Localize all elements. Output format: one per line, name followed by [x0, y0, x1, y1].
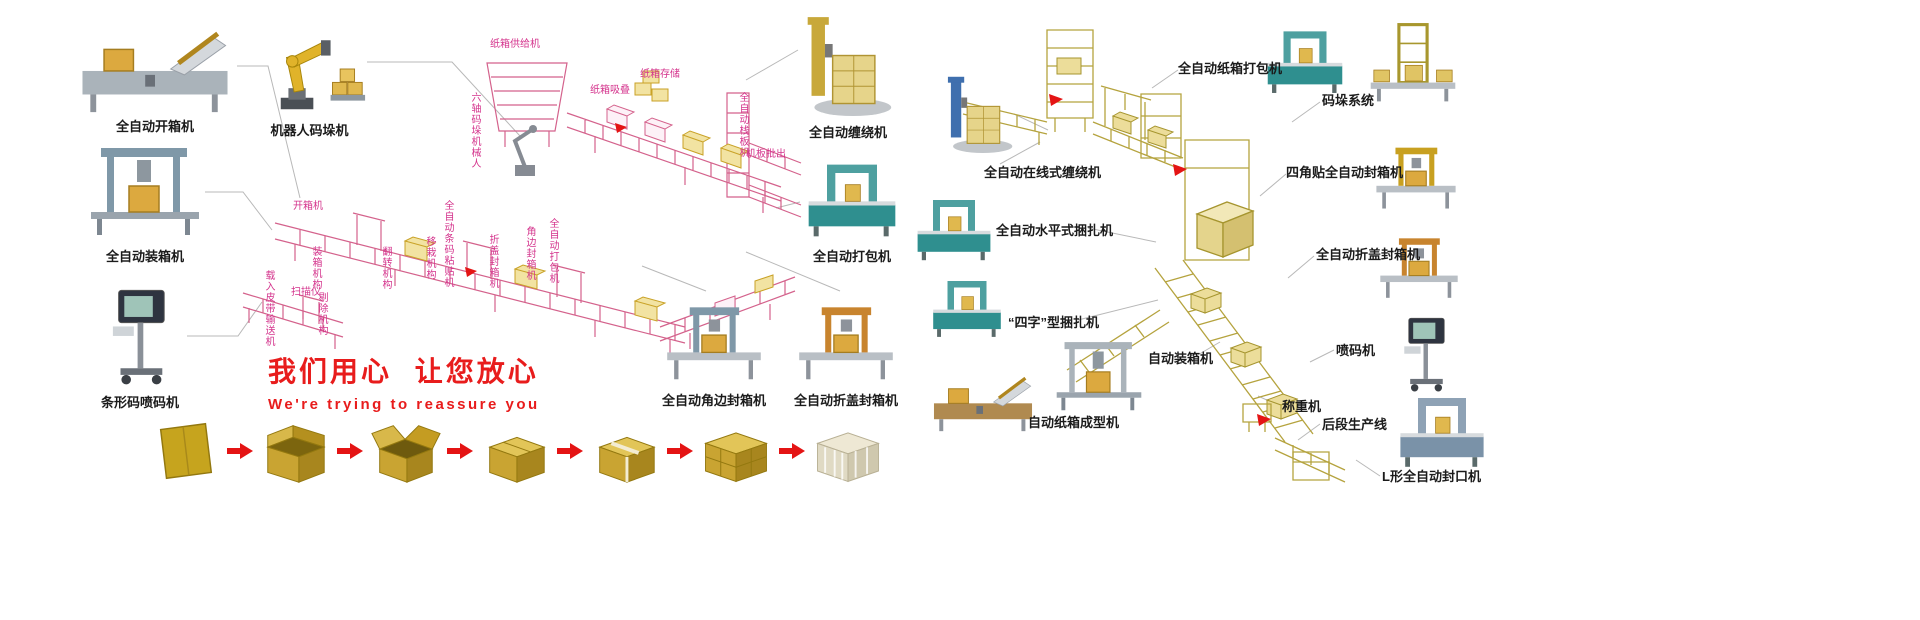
label-strapping-machine: 全自动打包机 [812, 249, 891, 264]
line-label-packing: 装箱机构 [310, 246, 321, 290]
label-carton-opener: 全自动开箱机 [115, 119, 194, 134]
label-inkjet: 喷码机 [1336, 343, 1376, 358]
label-l-sealer: L形全自动封口机 [1382, 469, 1481, 484]
machine-image-carton-strapper [1262, 18, 1348, 102]
process-step-sealed-carton [586, 414, 664, 488]
line-label-scanner: 扫描仪 [291, 287, 321, 298]
process-step-flaps-open-carton [366, 414, 444, 488]
machine-image-flap-sealer-2 [1376, 222, 1462, 312]
label-backend-line: 后段生产线 [1322, 417, 1388, 432]
machine-image-online-wrapper [942, 66, 1016, 166]
line-label-flip: 翻转机构 [380, 246, 391, 290]
line-label-reject: 剔除机构 [316, 292, 327, 336]
center-production-line-art [242, 62, 802, 356]
label-corner-taper: 四角贴全自动封箱机 [1286, 165, 1404, 180]
line-label-suction: 纸箱吸叠 [590, 85, 630, 96]
machine-image-corner-sealer [662, 292, 766, 392]
right-production-line-art [962, 29, 1346, 483]
arrow-right-icon [557, 441, 583, 461]
label-auto-case-packer: 自动装箱机 [1148, 351, 1214, 366]
machine-image-robot-palletizer [252, 16, 367, 122]
arrow-right-icon [227, 441, 253, 461]
machine-image-inkjet [1388, 310, 1462, 396]
machine-image-l-sealer [1392, 390, 1492, 470]
process-step-opened-carton [256, 414, 334, 488]
process-step-flat-blank [146, 414, 224, 488]
line-label-flap-seal: 折盖封箱机 [487, 234, 498, 289]
process-step-closed-carton [476, 414, 554, 488]
line-label-storage: 纸箱存储 [640, 69, 680, 80]
machine-image-carton-opener [75, 20, 235, 118]
label-corner-sealer: 全自动角边封箱机 [661, 393, 766, 408]
machine-image-carton-former [930, 356, 1036, 448]
label-weigher: 称重机 [1282, 399, 1322, 414]
process-step-carton-stack [696, 414, 776, 488]
label-barcode-printer: 条形码喷码机 [100, 395, 179, 410]
label-pallet-wrapper: 全自动缠绕机 [808, 125, 887, 140]
label-robot-palletizer: 机器人码垛机 [270, 123, 349, 138]
line-label-palletizer: 全自动栈板机 [737, 92, 748, 158]
machine-image-pallet-wrapper [800, 12, 896, 124]
label-flap-sealer: 全自动折盖封箱机 [793, 393, 898, 408]
machine-image-barcode-printer [92, 276, 187, 394]
machine-image-four-strapper [928, 262, 1006, 352]
line-label-belt-in: 载入皮带输送机 [263, 270, 274, 347]
label-horizontal-strapper: 全自动水平式捆扎机 [996, 223, 1114, 238]
box-forming-process [146, 414, 888, 488]
label-carton-former: 自动纸箱成型机 [1028, 415, 1120, 430]
arrow-right-icon [337, 441, 363, 461]
line-label-board-out: 机板批出 [746, 149, 786, 160]
line-label-feeder: 纸箱供给机 [490, 39, 540, 50]
line-label-transfer: 移栽机构 [424, 236, 435, 280]
label-palletizing-system: 码垛系统 [1322, 93, 1375, 108]
arrow-right-icon [779, 441, 805, 461]
machine-image-palletizing-system [1366, 10, 1460, 116]
label-online-wrapper: 全自动在线式缠绕机 [984, 165, 1102, 180]
machine-image-auto-case-packer [1052, 334, 1146, 416]
label-case-packer: 全自动装箱机 [105, 249, 184, 264]
arrow-right-icon [447, 441, 473, 461]
process-step-wrapped-pallet [808, 414, 888, 488]
line-label-strapper: 全自动打包机 [547, 218, 558, 284]
label-flap-sealer-2: 全自动折盖封箱机 [1316, 247, 1421, 262]
machine-image-case-packer [85, 134, 205, 246]
center-robot-arm [512, 125, 537, 176]
line-label-opener: 开箱机 [293, 201, 323, 212]
slogan-chinese: 我们用心 让您放心 [268, 356, 539, 387]
line-label-corner-seal: 角边封箱机 [524, 226, 535, 281]
slogan-english: We're trying to reassure you [268, 396, 540, 413]
slogan: 我们用心 让您放心 We're trying to reassure you [268, 350, 540, 413]
arrow-right-icon [667, 441, 693, 461]
machine-image-flap-sealer [794, 292, 898, 392]
line-label-labeler: 全自动条码粘贴机 [442, 200, 453, 288]
label-four-strapper: “四字”型捆扎机 [1008, 315, 1100, 330]
label-carton-strapper: 全自动纸箱打包机 [1178, 61, 1283, 76]
machine-image-strapping-machine [802, 148, 902, 248]
line-label-six-axis-robot: 六轴码垛机械人 [469, 92, 480, 169]
